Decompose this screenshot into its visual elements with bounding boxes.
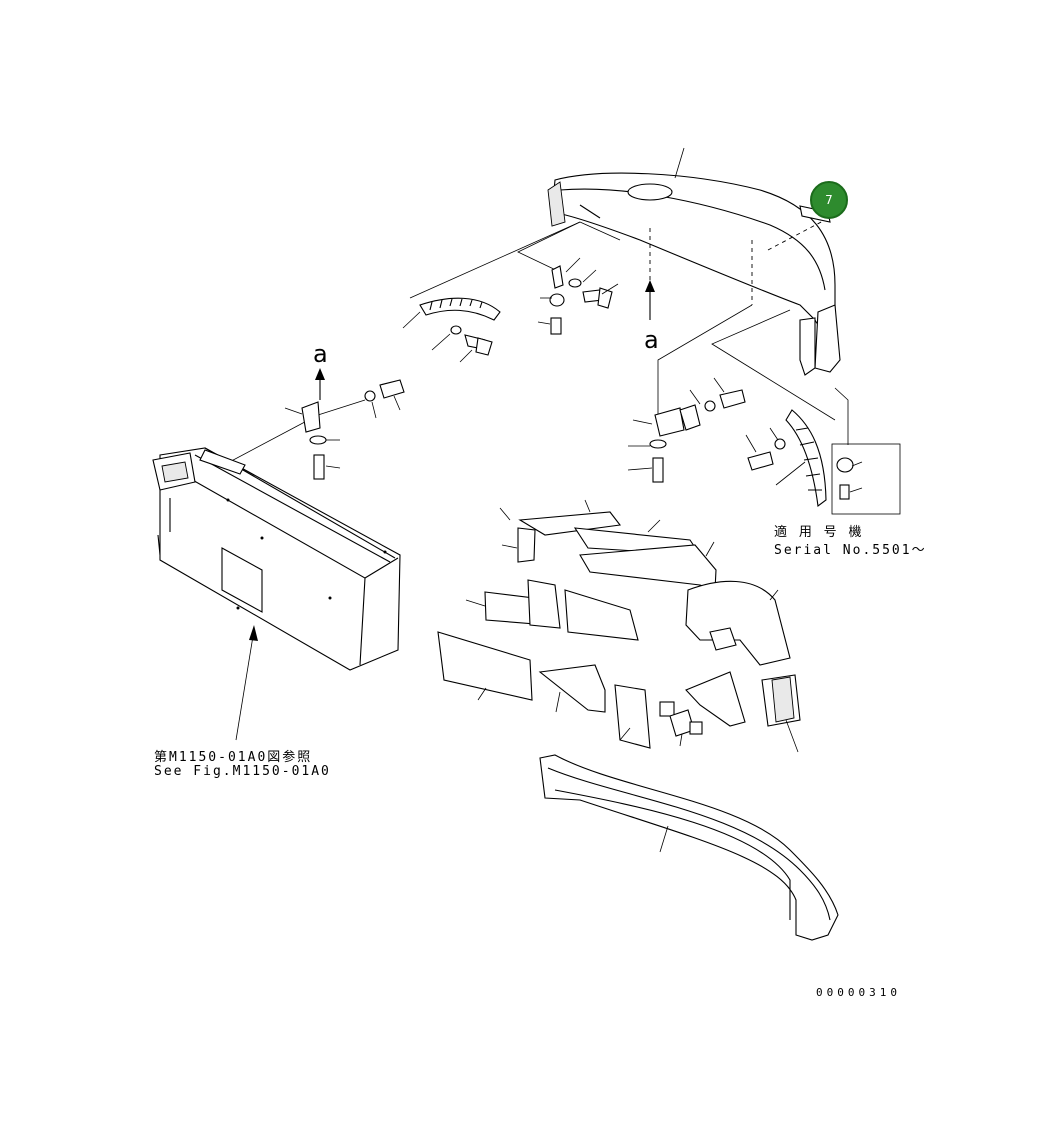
view-arrow-a-left [315,368,325,400]
bottom-seal-part [539,754,839,941]
bracket-hardware-left [284,379,405,480]
view-arrow-a-right [645,225,655,320]
serial-box-frame [831,443,901,515]
leader-top-cover [674,147,685,179]
view-marker-a-right: a [644,326,659,354]
view-marker-a-left: a [313,340,328,368]
part-number-badge[interactable]: 7 [810,181,848,219]
grille-right [775,409,827,508]
badge-number: 7 [825,193,833,207]
serial-label-jp: 適 用 号 機 [774,525,864,540]
reference-arrow [235,625,258,741]
reference-label-en: See Fig.M1150-01A0 [154,764,331,779]
side-panel-part [152,447,401,671]
insulation-pieces [437,499,801,753]
top-cover-part [547,147,841,376]
bracket-hardware-right [627,377,786,483]
reference-label-jp: 第M1150-01A0図参照 [154,750,313,765]
serial-label-en: Serial No.5501〜 [774,543,927,558]
bracket-hardware-center [537,257,619,335]
grille-left [402,297,501,363]
drawing-number: 00000310 [816,986,901,999]
